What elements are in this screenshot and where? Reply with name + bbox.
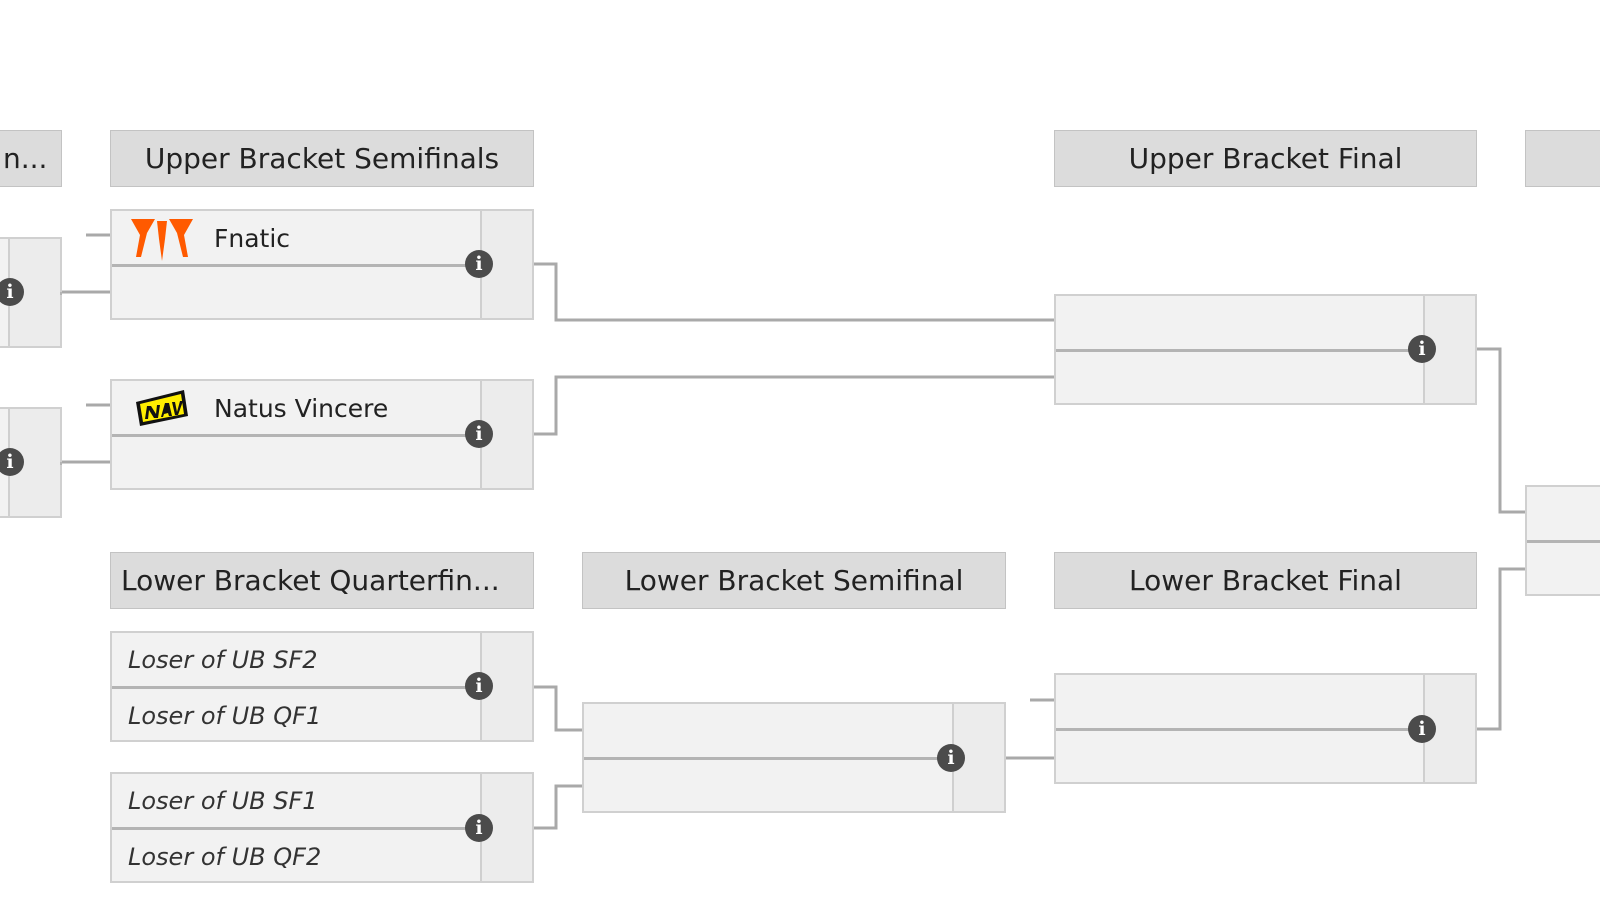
team-slot-empty[interactable]	[112, 437, 482, 491]
team-slot-empty[interactable]	[112, 267, 482, 321]
team-name: Natus Vincere	[214, 393, 389, 423]
header-lower-semifinal: Lower Bracket Semifinal	[582, 552, 1006, 609]
match-ub-sf2[interactable]: Natus Vincere	[110, 379, 534, 490]
placeholder-text: Loser of UB SF1	[128, 787, 318, 815]
header-lower-final: Lower Bracket Final	[1054, 552, 1477, 609]
team-slot-natus-vincere[interactable]: Natus Vincere	[112, 381, 482, 435]
navi-logo-icon	[126, 381, 198, 435]
match-lb-semifinal[interactable]	[582, 702, 1006, 813]
info-icon[interactable]: i	[465, 420, 493, 448]
match-lb-qf2[interactable]: Loser of UB SF1 Loser of UB QF2	[110, 772, 534, 883]
match-lb-qf1[interactable]: Loser of UB SF2 Loser of UB QF1	[110, 631, 534, 742]
team-name: Fnatic	[214, 223, 291, 253]
team-slot-placeholder[interactable]: Loser of UB QF1	[112, 689, 482, 743]
info-icon[interactable]: i	[0, 278, 24, 306]
header-upper-semifinals: Upper Bracket Semifinals	[110, 130, 534, 187]
team-slot-fnatic[interactable]: Fnatic	[112, 211, 482, 265]
info-icon[interactable]: i	[465, 250, 493, 278]
match-grand-final[interactable]	[1525, 485, 1600, 596]
header-lower-quarterfinals: Lower Bracket Quarterfin...	[110, 552, 534, 609]
info-icon[interactable]: i	[1408, 335, 1436, 363]
info-icon[interactable]: i	[1408, 715, 1436, 743]
info-icon[interactable]: i	[937, 744, 965, 772]
match-lb-final[interactable]	[1054, 673, 1477, 784]
match-ub-sf1[interactable]: Fnatic	[110, 209, 534, 320]
placeholder-text: Loser of UB QF2	[128, 843, 322, 871]
team-slot-placeholder[interactable]: Loser of UB SF2	[112, 633, 482, 687]
placeholder-text: Loser of UB SF2	[128, 646, 318, 674]
header-grand-final	[1525, 130, 1600, 187]
header-upper-quarterfinals: n...	[0, 130, 62, 187]
info-icon[interactable]: i	[0, 448, 24, 476]
placeholder-text: Loser of UB QF1	[128, 702, 322, 730]
info-icon[interactable]: i	[465, 814, 493, 842]
fnatic-logo-icon	[126, 211, 198, 265]
info-icon[interactable]: i	[465, 672, 493, 700]
team-slot-placeholder[interactable]: Loser of UB SF1	[112, 774, 482, 828]
match-ub-final[interactable]	[1054, 294, 1477, 405]
team-slot-placeholder[interactable]: Loser of UB QF2	[112, 830, 482, 884]
header-upper-final: Upper Bracket Final	[1054, 130, 1477, 187]
